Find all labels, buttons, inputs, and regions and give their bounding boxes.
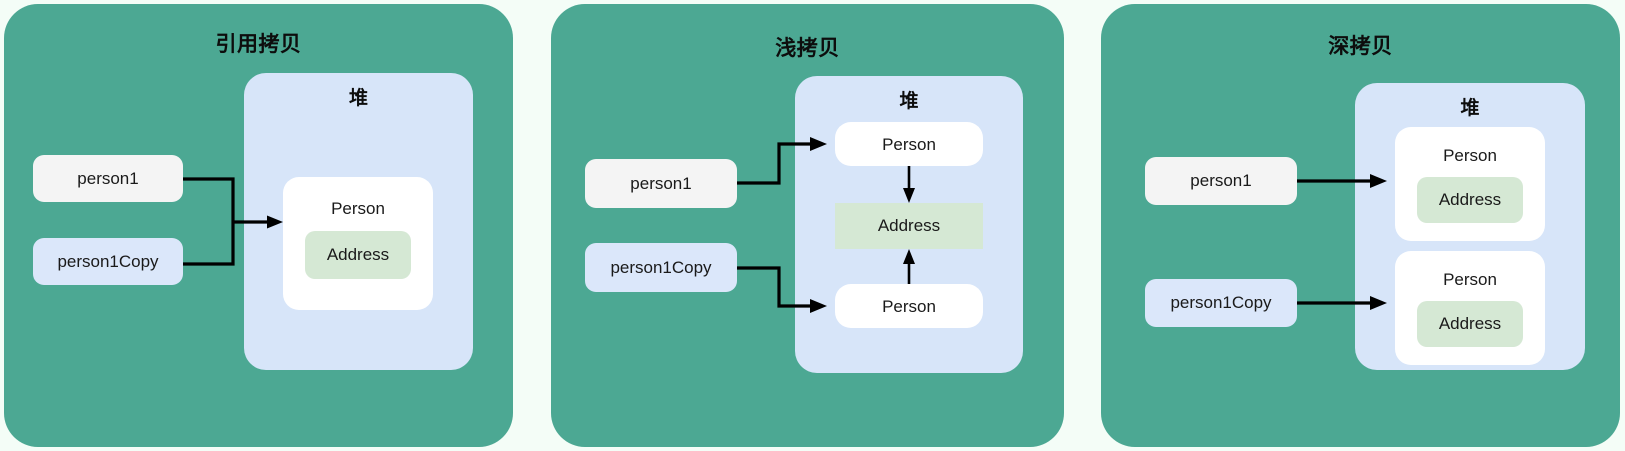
person-object-label: Person: [1443, 146, 1497, 165]
address-object-bottom-panel-3: Address: [1417, 301, 1523, 347]
variable-person1copy-panel-2: person1Copy: [585, 243, 737, 292]
heap-title: 堆: [348, 88, 368, 109]
person-object-panel-1: Person Address: [283, 177, 433, 310]
person-object-top-panel-3: Person Address: [1395, 127, 1545, 241]
person-object-bottom-panel-2: Person: [835, 284, 983, 328]
variable-person1copy-panel-3: person1Copy: [1145, 279, 1297, 327]
person-object-top-panel-2: Person: [835, 122, 983, 166]
person-object-bottom-panel-3: Person Address: [1395, 251, 1545, 365]
address-object-panel-2: Address: [835, 203, 983, 249]
panel-title: 浅拷贝: [775, 37, 840, 60]
person-object-label: Person: [331, 199, 385, 218]
panel-title: 深拷贝: [1328, 35, 1393, 58]
address-object-panel-1: Address: [305, 231, 411, 279]
person-object-label: Person: [1443, 270, 1497, 289]
panel-title: 引用拷贝: [215, 33, 302, 56]
person-object-label: Person: [882, 296, 936, 316]
variable-person1copy-panel-1: person1Copy: [33, 238, 183, 285]
heap-title: 堆: [1460, 98, 1480, 119]
person-object-label: Person: [882, 134, 936, 154]
variable-person1-panel-3: person1: [1145, 157, 1297, 205]
variable-person1-panel-1: person1: [33, 155, 183, 202]
heap-title: 堆: [899, 91, 919, 112]
variable-person1-panel-2: person1: [585, 159, 737, 208]
address-object-top-panel-3: Address: [1417, 177, 1523, 223]
